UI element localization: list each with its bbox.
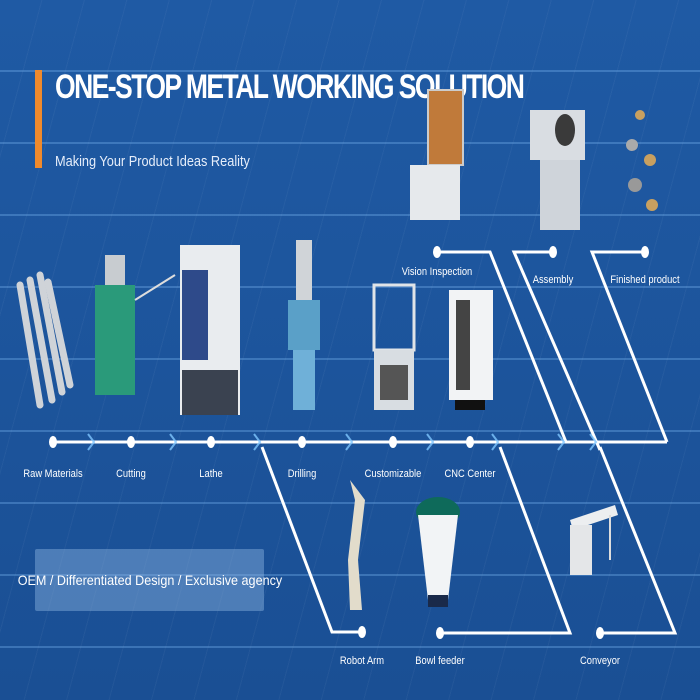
bowl-feeder-image (416, 497, 460, 607)
bowl-branch-line (440, 446, 573, 635)
step-dot (298, 436, 306, 448)
step-dot (549, 246, 557, 258)
step-dot (358, 626, 366, 638)
finished-branch-line (589, 250, 669, 443)
step-dot (433, 246, 441, 258)
step-dot (596, 627, 604, 639)
lathe-machine-image (180, 245, 240, 415)
page-subtitle: Making Your Product Ideas Reality (55, 153, 250, 170)
step-label-finished-product: Finished product (610, 274, 680, 286)
flow-chevrons (87, 433, 598, 451)
cnc-center-image (449, 290, 493, 410)
drilling-machine-image (288, 240, 320, 410)
step-label-robot-arm: Robot Arm (339, 655, 385, 667)
raw-materials-image (16, 271, 74, 409)
robot-branch-line (260, 446, 362, 634)
step-dot (436, 627, 444, 639)
step-label-lathe: Lathe (199, 468, 223, 480)
vision-inspection-image (410, 89, 464, 220)
step-label-cnc-center: CNC Center (444, 468, 496, 480)
step-label-cutting: Cutting (116, 468, 146, 480)
step-label-conveyor: Conveyor (579, 655, 621, 667)
step-label-customizable: Customizable (364, 468, 422, 480)
cutting-machine-image (95, 255, 176, 395)
finished-product-image (626, 110, 658, 211)
conveyor-image (570, 505, 618, 575)
assembly-machine-image (530, 110, 585, 230)
step-label-vision-inspection: Vision Inspection (401, 266, 473, 278)
assembly-branch-line (511, 250, 602, 451)
step-label-bowl-feeder: Bowl feeder (415, 655, 465, 667)
step-dot (641, 246, 649, 258)
step-label-assembly: Assembly (532, 274, 574, 286)
title-accent-bar (35, 70, 42, 168)
robot-arm-image (348, 480, 365, 610)
step-dot (389, 436, 397, 448)
step-label-raw-materials: Raw Materials (23, 468, 83, 480)
step-dot (466, 436, 474, 448)
oem-banner: OEM / Differentiated Design / Exclusive … (17, 549, 282, 611)
step-dot (49, 436, 57, 448)
step-dot (127, 436, 135, 448)
conveyor-branch-line (598, 446, 678, 635)
customizable-machine-image (372, 283, 416, 410)
vision-branch-line (437, 250, 568, 443)
step-label-drilling: Drilling (287, 468, 317, 480)
step-dot (207, 436, 215, 448)
oem-banner-text: OEM / Differentiated Design / Exclusive … (17, 572, 282, 588)
